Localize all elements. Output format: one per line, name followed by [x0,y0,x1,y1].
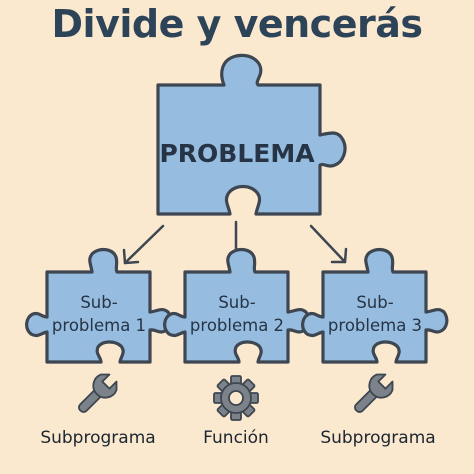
subproblem-3-label: Sub- problema 3 [305,291,445,337]
wrench-icon [354,373,394,413]
subproblem-2-label: Sub- problema 2 [167,291,307,337]
subproblem-2-line2: problema 2 [189,316,285,335]
arrow-to-subproblem-3 [309,224,348,264]
funcion-caption: Función [203,428,269,448]
subprograma-caption-1: Subprograma [40,428,156,448]
main-problem-label: PROBLEMA [159,139,315,168]
subproblem-1-line2: problema 1 [51,316,147,335]
subprograma-caption-2: Subprograma [320,428,436,448]
arrow-to-subproblem-1 [122,224,165,265]
subproblem-2-line1: Sub- [218,293,256,312]
subproblem-1-label: Sub- problema 1 [29,291,169,337]
page-title: Divide y vencerás [51,2,423,46]
subproblem-3-line1: Sub- [356,293,394,312]
main-puzzle-piece [156,53,347,216]
wrench-icon [78,373,118,413]
subproblem-1-line1: Sub- [80,293,118,312]
subproblem-3-line2: problema 3 [327,316,423,335]
gear-icon [213,375,259,421]
